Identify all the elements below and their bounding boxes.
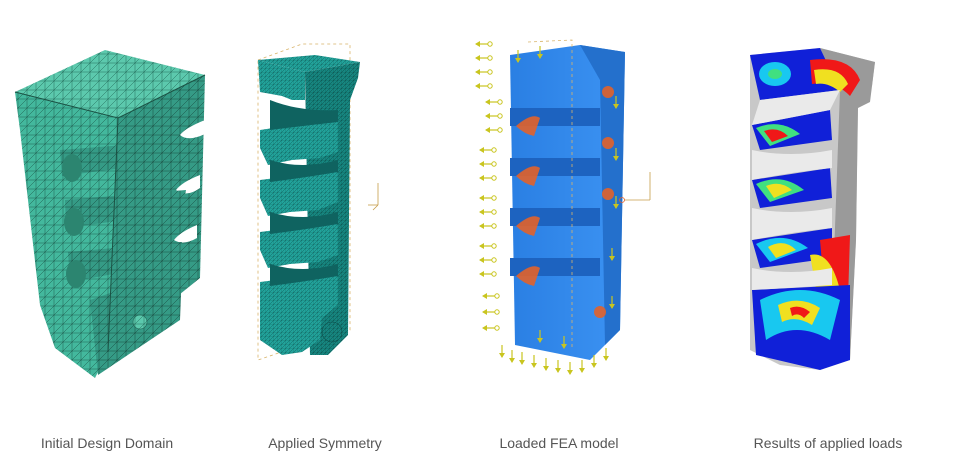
panel-applied-symmetry: Applied Symmetry <box>210 0 430 473</box>
caption-applied-symmetry: Applied Symmetry <box>268 435 382 451</box>
loaded-fea-model <box>474 39 651 376</box>
caption-results-of-applied-loads: Results of applied loads <box>753 435 903 451</box>
panel-initial-design-domain: Initial Design Domain <box>0 0 210 473</box>
panel-loaded-fea-model: Loaded FEA model <box>440 0 680 473</box>
load-arrows-left <box>474 54 503 332</box>
applied-symmetry-mesh <box>257 43 379 361</box>
contact-regions <box>516 86 614 318</box>
caption-loaded-fea-model: Loaded FEA model <box>499 435 619 451</box>
axis-triad-icon <box>368 183 379 211</box>
caption-initial-design-domain: Initial Design Domain <box>40 435 174 451</box>
initial-design-domain-mesh <box>14 50 206 378</box>
stress-contour-result <box>750 48 875 370</box>
panel-results-of-applied-loads: Results of applied loads <box>700 0 958 473</box>
axis-triad-icon <box>619 172 651 203</box>
slot-cutout <box>180 120 205 139</box>
